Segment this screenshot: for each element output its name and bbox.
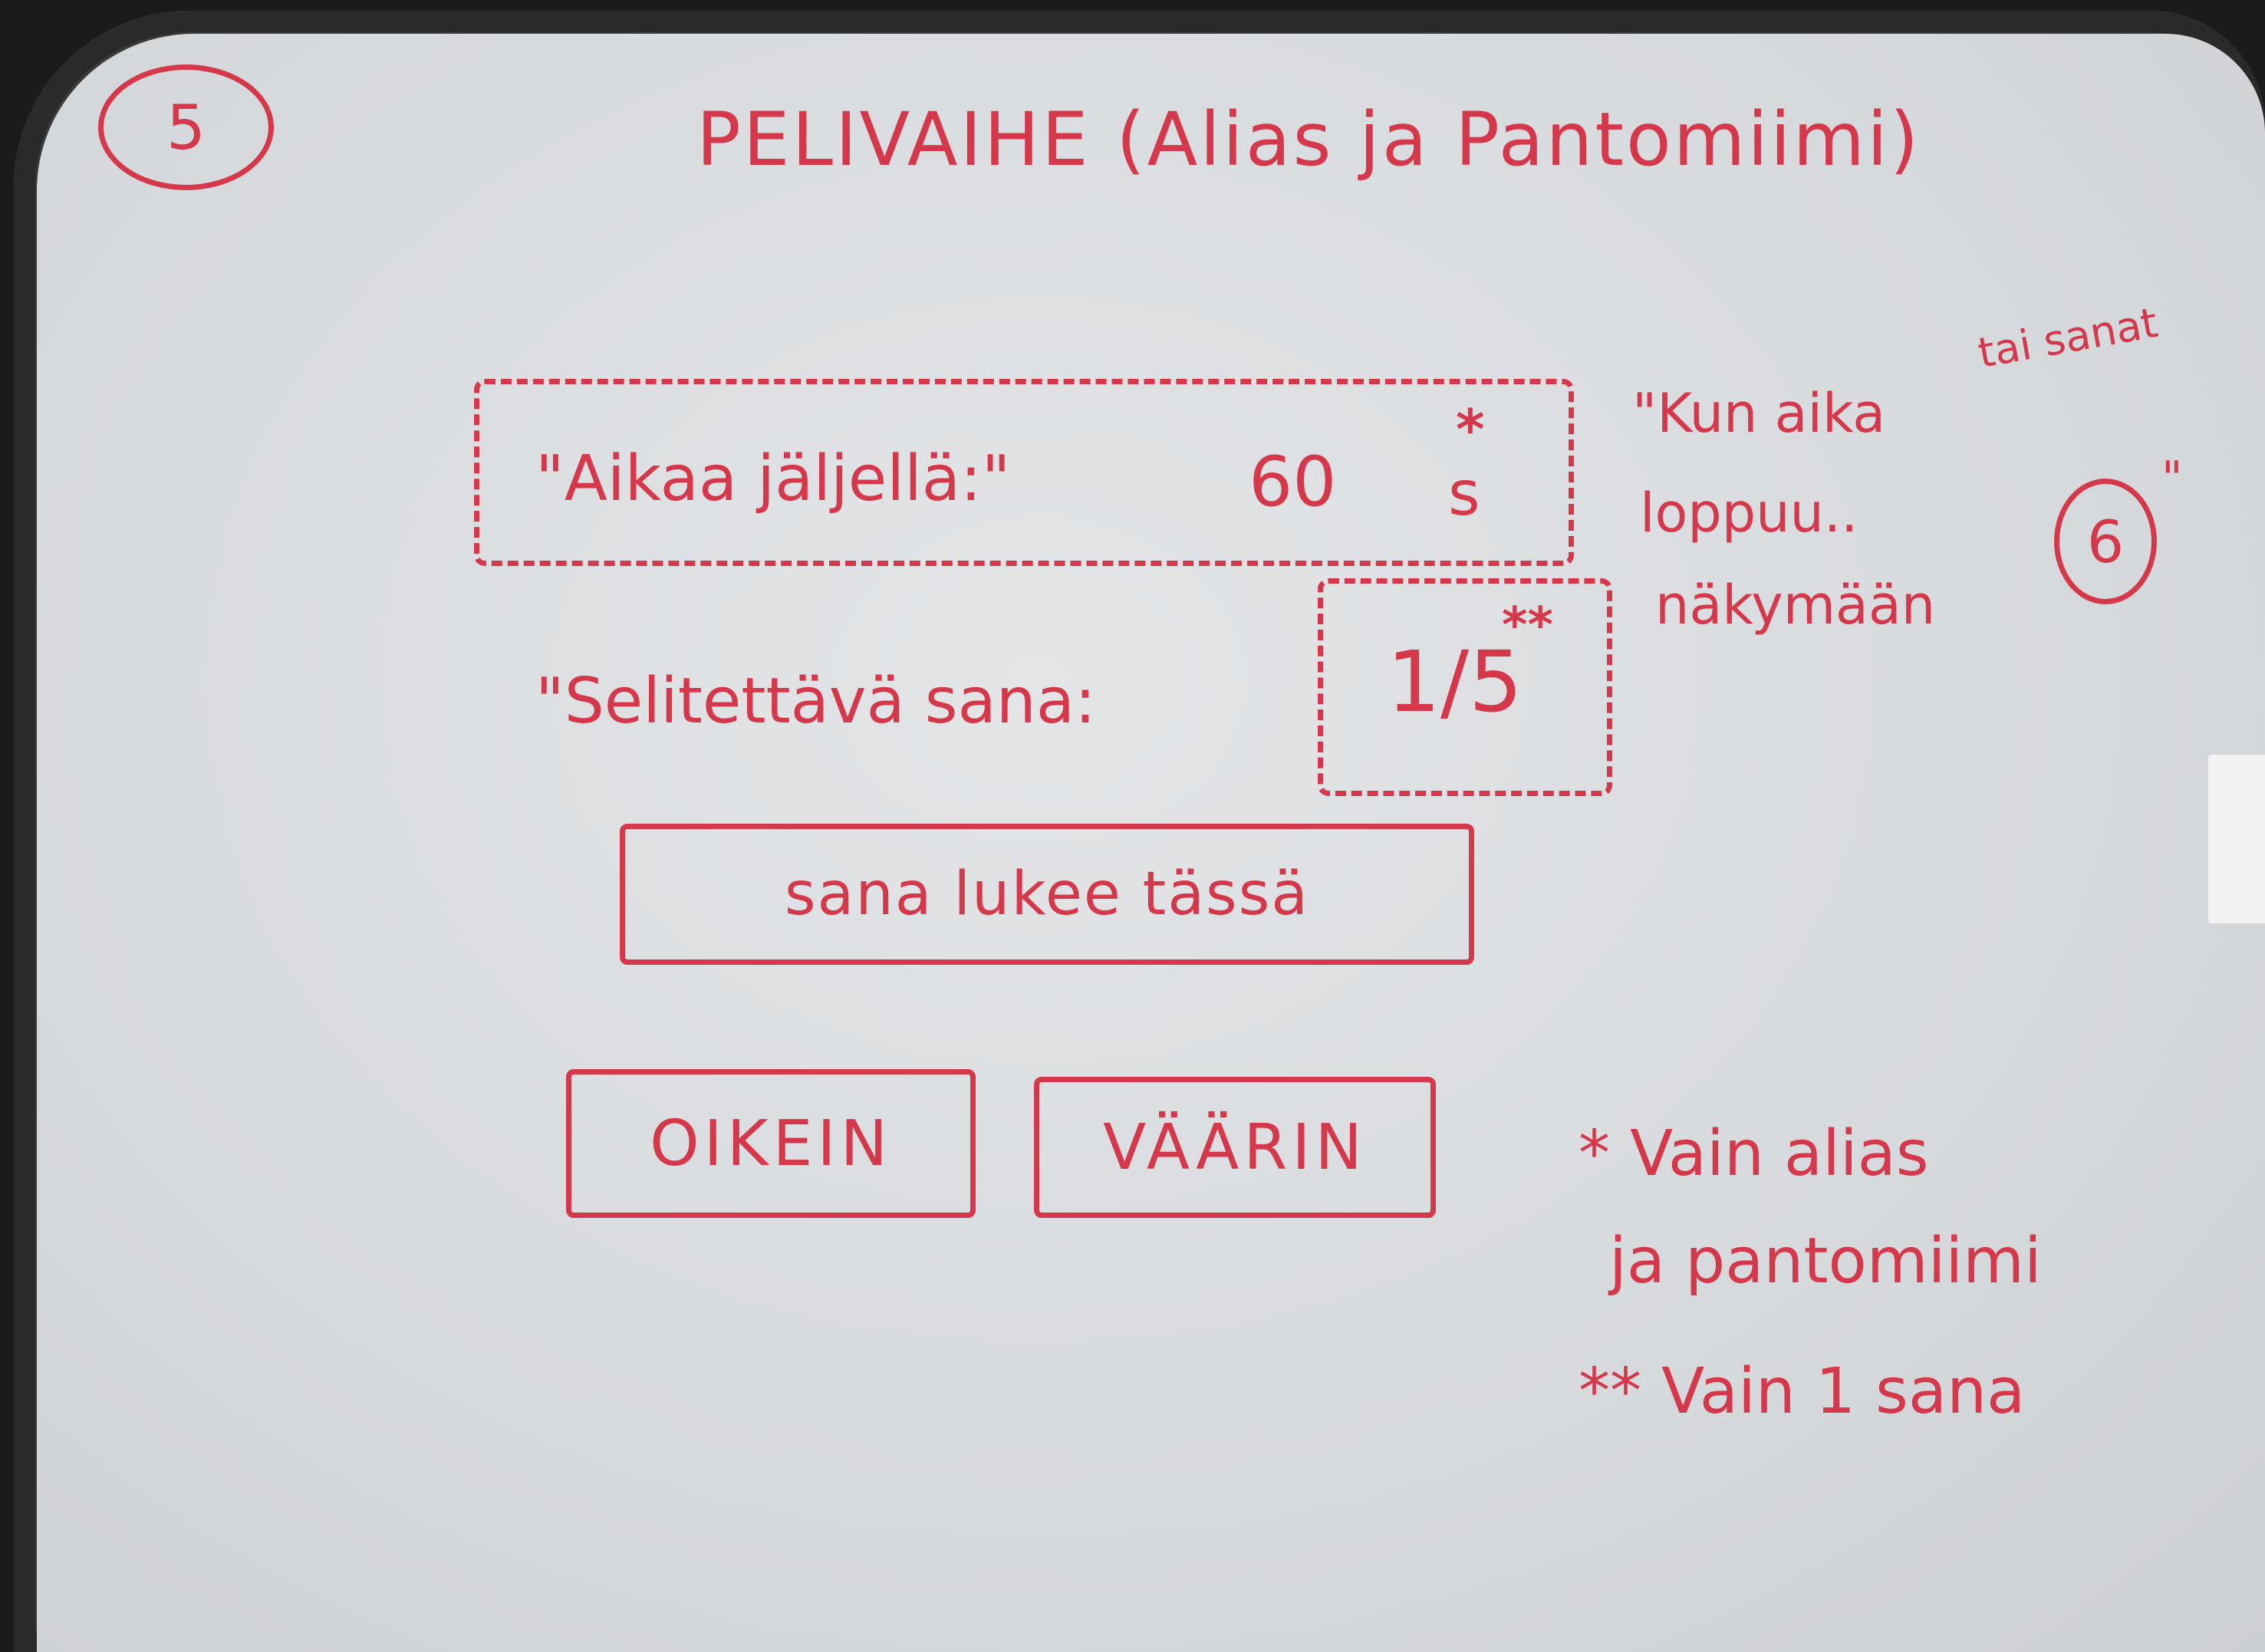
word-counter-box [1318,578,1612,796]
wrong-button[interactable]: VÄÄRIN [1034,1077,1436,1218]
correct-button[interactable]: OIKEIN [566,1069,976,1218]
word-counter-asterisks: ** [1502,597,1553,654]
word-counter-value: 1/5 [1387,633,1523,731]
side-note-closing-quote: " [2161,452,2183,505]
word-display-text: sana lukee tässä [784,860,1310,929]
whiteboard-surface [37,34,2265,1652]
whiteboard: 5 PELIVAIHE (Alias ja Pantomiimi) "Aikaa… [14,11,2265,1652]
footnote-single-star-cont: ja pantomiimi [1609,1225,2042,1298]
side-note-line3: näkymään [1655,574,1936,637]
target-step-badge-number: 6 [2086,507,2125,576]
side-note-line1: "Kun aika [1632,382,1886,445]
target-step-badge: 6 [2054,479,2157,604]
timer-unit: s [1448,458,1480,529]
word-display-box: sana lukee tässä [620,824,1474,965]
step-badge: 5 [98,64,274,190]
timer-label: "Aikaa jäljellä:" [535,443,1011,515]
word-counter-label: "Selitettävä sana: [535,665,1096,738]
board-clip [2206,755,2265,923]
side-note-line2: loppuu.. [1640,482,1858,545]
correct-button-label: OIKEIN [650,1107,892,1180]
footnote-double-star: ** Vain 1 sana [1579,1355,2026,1428]
step-badge-number: 5 [166,91,206,163]
page-title: PELIVAIHE (Alias ja Pantomiimi) [696,97,1921,183]
wrong-button-label: VÄÄRIN [1103,1111,1367,1184]
timer-box [474,379,1574,566]
timer-asterisk: * [1456,397,1485,462]
timer-value: 60 [1249,442,1337,522]
footnote-single-star: * Vain alias [1579,1117,1929,1190]
